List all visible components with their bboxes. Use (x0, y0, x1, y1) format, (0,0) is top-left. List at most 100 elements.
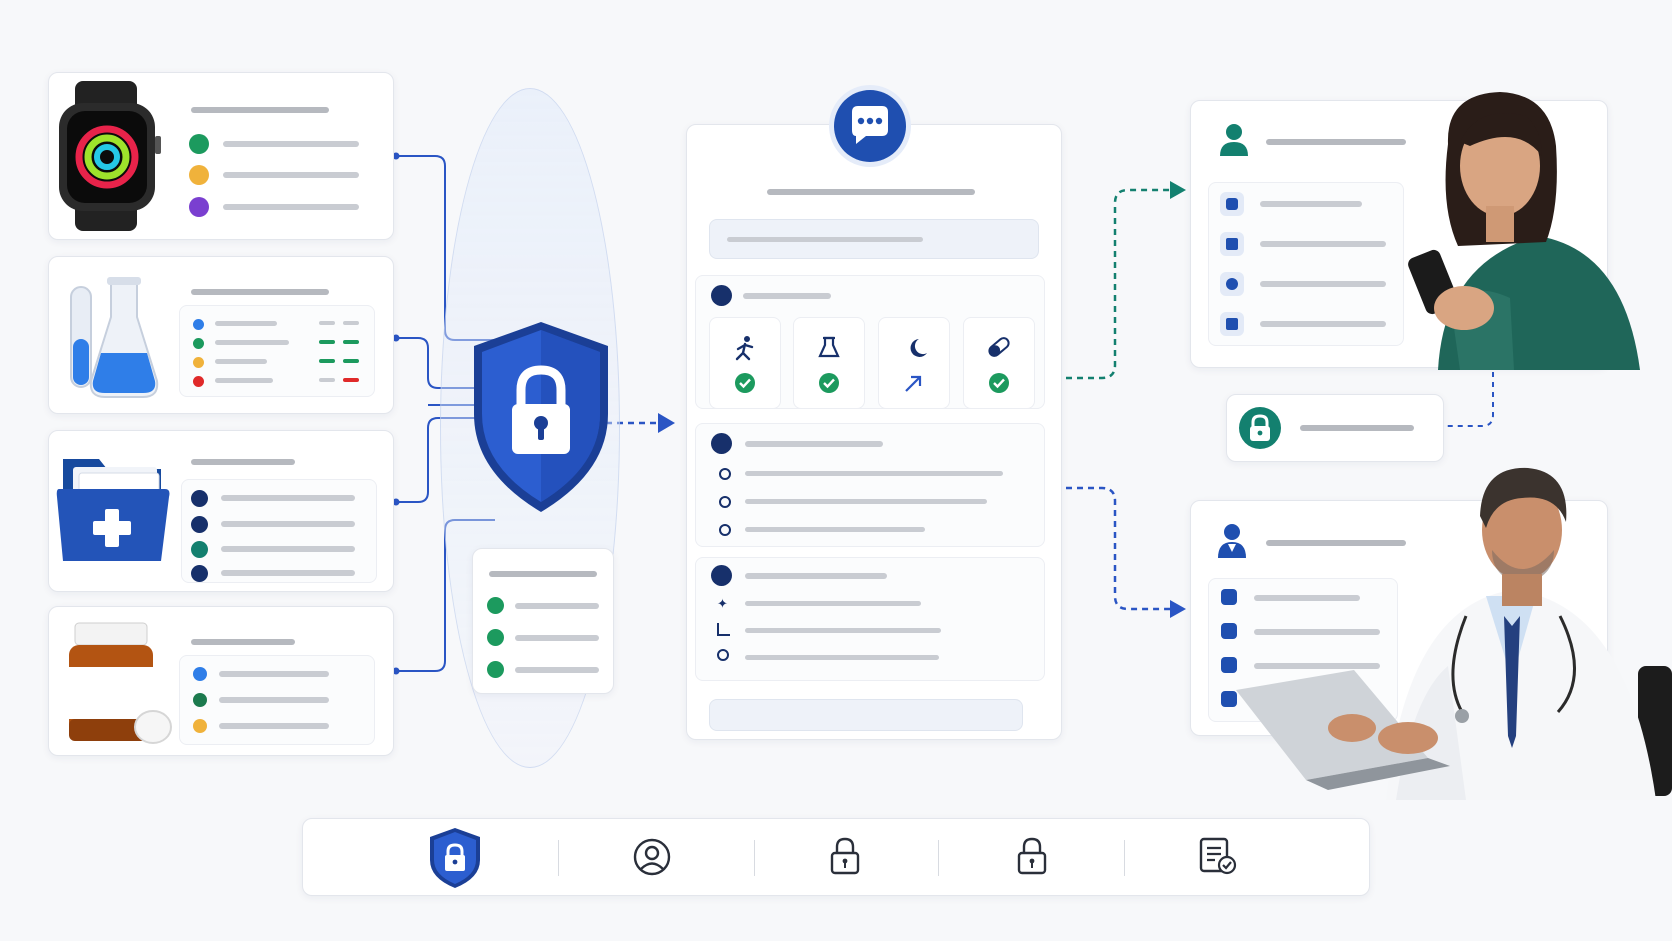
placeholder-line (191, 459, 295, 465)
placeholder-line (343, 340, 359, 344)
placeholder-line (1260, 201, 1362, 207)
user-icon (1218, 122, 1250, 161)
placeholder-line (515, 635, 599, 641)
placeholder-line (745, 471, 1003, 476)
connector-lab (396, 337, 495, 389)
arrow-head (658, 413, 675, 433)
activity-icon (735, 336, 754, 361)
consent-checklist-card (472, 548, 614, 694)
smartwatch-icon (53, 81, 161, 236)
placeholder-line (1260, 281, 1386, 287)
edit-icon (191, 516, 208, 533)
connector-records (396, 417, 495, 503)
pill-bottle-icon (63, 622, 173, 750)
status-dot (193, 667, 207, 681)
placeholder-line (745, 573, 887, 579)
message-icon (1221, 657, 1237, 673)
target-icon (719, 524, 731, 536)
source-card-medication (48, 606, 394, 756)
shield-check-icon (1221, 623, 1237, 639)
check-icon (487, 629, 504, 646)
placeholder-line (319, 321, 335, 325)
summary-to-patient-arrow (1066, 188, 1170, 380)
placeholder-line (515, 667, 599, 673)
status-dot (193, 357, 204, 368)
clinician-photo (1236, 466, 1672, 805)
search-icon (717, 649, 729, 661)
check-icon (487, 661, 504, 678)
placeholder-line (343, 359, 359, 363)
metric-tile-sleep (878, 317, 950, 409)
padlock-icon (1015, 836, 1049, 881)
source-card-records (48, 430, 394, 592)
activity-icon: ✦ (717, 596, 728, 611)
placeholder-line (221, 495, 355, 501)
target-icon (719, 496, 731, 508)
metric-tile-medication (963, 317, 1035, 409)
chart-icon (717, 623, 730, 636)
summary-footer-field (709, 699, 1023, 731)
plus-icon (711, 433, 732, 454)
placeholder-line (223, 172, 359, 178)
energy-icon (189, 165, 209, 185)
summary-to-clinician-arrow (1066, 486, 1170, 611)
medical-folder-icon (56, 449, 173, 574)
patient-to-lock-connector (1445, 372, 1494, 427)
placeholder-line (219, 671, 329, 677)
placeholder-line (1260, 241, 1386, 247)
placeholder-line (745, 628, 941, 633)
footer-divider (1124, 840, 1125, 876)
chart-icon-inner (1226, 238, 1238, 250)
placeholder-line (343, 378, 359, 382)
placeholder-line (745, 655, 939, 660)
placeholder-line (727, 237, 923, 242)
placeholder-line (745, 601, 921, 606)
lab-icon (818, 336, 840, 358)
alert-icon (191, 490, 208, 507)
metric-tile-lab (793, 317, 865, 409)
placeholder-line (1266, 139, 1406, 145)
clipboard-icon-inner (1226, 318, 1238, 330)
placeholder-line (745, 499, 987, 504)
placeholder-line (319, 359, 335, 363)
check-icon (735, 373, 755, 393)
connector-dot (392, 152, 400, 160)
shield-lock-icon (430, 828, 480, 893)
metric-tile-activity (709, 317, 781, 409)
clipboard-icon (1221, 691, 1237, 707)
shield-lock-icon (474, 322, 608, 517)
check-icon (189, 134, 209, 154)
document-icon (711, 565, 732, 586)
source-card-lab (48, 256, 394, 414)
status-dot (193, 693, 207, 707)
connector-dot (392, 667, 400, 675)
footer-divider (754, 840, 755, 876)
medication-icon (988, 337, 1010, 357)
padlock-icon (828, 836, 862, 881)
patient-photo (1408, 86, 1648, 375)
placeholder-line (219, 723, 329, 729)
status-dot (193, 338, 204, 349)
padlock-icon (1238, 406, 1282, 455)
status-dot (193, 319, 204, 330)
placeholder-line (319, 340, 335, 344)
plus-icon (711, 285, 732, 306)
footer-divider (558, 840, 559, 876)
alert-icon (191, 565, 208, 582)
placeholder-line (191, 639, 295, 645)
placeholder-line (343, 321, 359, 325)
report-icon-inner (1226, 198, 1238, 210)
placeholder-line (223, 204, 359, 210)
status-dot (193, 719, 207, 733)
health-summary-panel: ✦ (686, 124, 1062, 740)
placeholder-line (1254, 629, 1380, 635)
placeholder-line (743, 293, 831, 299)
placeholder-line (1260, 321, 1386, 327)
check-icon (819, 373, 839, 393)
placeholder-line (515, 603, 599, 609)
document-check-icon (1198, 836, 1238, 881)
placeholder-line (191, 107, 329, 113)
placeholder-line (221, 570, 355, 576)
chat-bubble-icon (828, 84, 912, 173)
